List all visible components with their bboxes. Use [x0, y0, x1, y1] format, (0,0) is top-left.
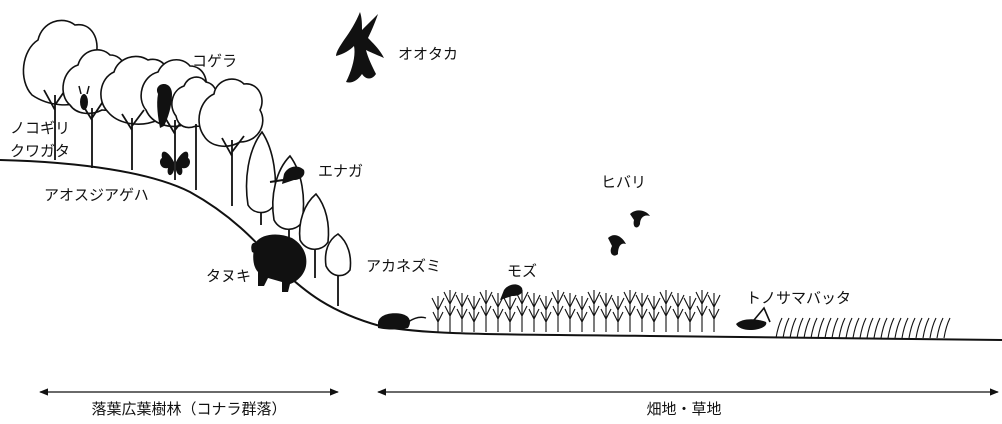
field-zone-label: 畑地・草地 [646, 400, 721, 418]
crop-plant [587, 290, 601, 332]
grass-blade [817, 317, 825, 339]
grass-blade [880, 317, 888, 339]
grass-blade [915, 317, 923, 339]
crop-plant [491, 293, 505, 332]
grass-blade [887, 317, 895, 339]
label-stag-beetle-2: クワガタ [10, 142, 70, 160]
label-woodpecker: コゲラ [192, 52, 237, 70]
field-crops [431, 290, 721, 332]
crop-plant [527, 293, 541, 332]
crop-plant [539, 296, 553, 332]
grass-blade [873, 317, 881, 339]
crop-plant [575, 296, 589, 332]
long-tailed-tit-silhouette [269, 166, 305, 184]
grass-blade [845, 317, 853, 339]
tree-10 [324, 233, 352, 306]
grass-blade [789, 317, 797, 339]
shrike-silhouette [500, 284, 523, 300]
grass-blade [775, 317, 783, 339]
grasshopper-silhouette [736, 306, 771, 330]
grass-blade [859, 317, 867, 339]
tree-7 [245, 130, 277, 225]
crop-plant [695, 290, 709, 332]
goshawk-silhouette [336, 12, 384, 83]
grass-blade [796, 317, 804, 339]
crop-plant [635, 293, 649, 332]
grass-blade [803, 317, 811, 339]
crop-plant [671, 293, 685, 332]
woodpecker-silhouette [156, 84, 172, 128]
crop-plant [479, 290, 493, 332]
label-long-tailed-tit: エナガ [318, 162, 363, 180]
grass-blade [901, 317, 909, 339]
skylark-silhouette-2 [608, 235, 626, 256]
grass-blade [866, 317, 874, 339]
tree-9 [298, 192, 330, 278]
grass-blade [810, 317, 818, 339]
mouse-silhouette [378, 313, 427, 330]
grass-blade [936, 317, 944, 339]
raccoon-dog-silhouette [251, 234, 307, 292]
grass-blade [908, 317, 916, 339]
butterfly-silhouette [160, 151, 190, 176]
tree-6 [198, 78, 264, 206]
crop-plant [623, 290, 637, 332]
forest-zone-label: 落葉広葉樹林（コナラ群落） [91, 400, 286, 418]
crop-plant [503, 296, 517, 332]
grass-blade [831, 317, 839, 339]
grass-blade [782, 317, 790, 339]
low-grass [775, 317, 951, 339]
crop-plant [515, 290, 529, 332]
label-stag-beetle-1: ノコギリ [10, 119, 70, 137]
crop-plant [707, 293, 721, 332]
skylark-silhouette-1 [630, 210, 650, 228]
grass-blade [838, 317, 846, 339]
crop-plant [431, 296, 445, 332]
crop-plant [563, 293, 577, 332]
label-grasshopper: トノサマバッタ [746, 289, 851, 307]
label-raccoon-dog: タヌキ [206, 267, 251, 285]
label-skylark: ヒバリ [601, 173, 646, 191]
label-butterfly: アオスジアゲハ [44, 186, 149, 204]
label-mouse: アカネズミ [366, 257, 441, 275]
crop-plant [683, 296, 697, 332]
crop-plant [659, 290, 673, 332]
crop-plant [551, 290, 565, 332]
label-shrike: モズ [507, 262, 537, 280]
crop-plant [467, 296, 481, 332]
grass-blade [824, 317, 832, 339]
crop-plant [599, 293, 613, 332]
crop-plant [443, 290, 457, 332]
stag-beetle-silhouette [78, 85, 90, 110]
grass-blade [943, 317, 951, 339]
label-goshawk: オオタカ [398, 45, 458, 63]
crop-plant [611, 296, 625, 332]
grass-blade [852, 317, 860, 339]
crop-plant [455, 293, 469, 332]
crop-plant [647, 296, 661, 332]
grass-blade [894, 317, 902, 339]
grass-blade [922, 317, 930, 339]
grass-blade [929, 317, 937, 339]
